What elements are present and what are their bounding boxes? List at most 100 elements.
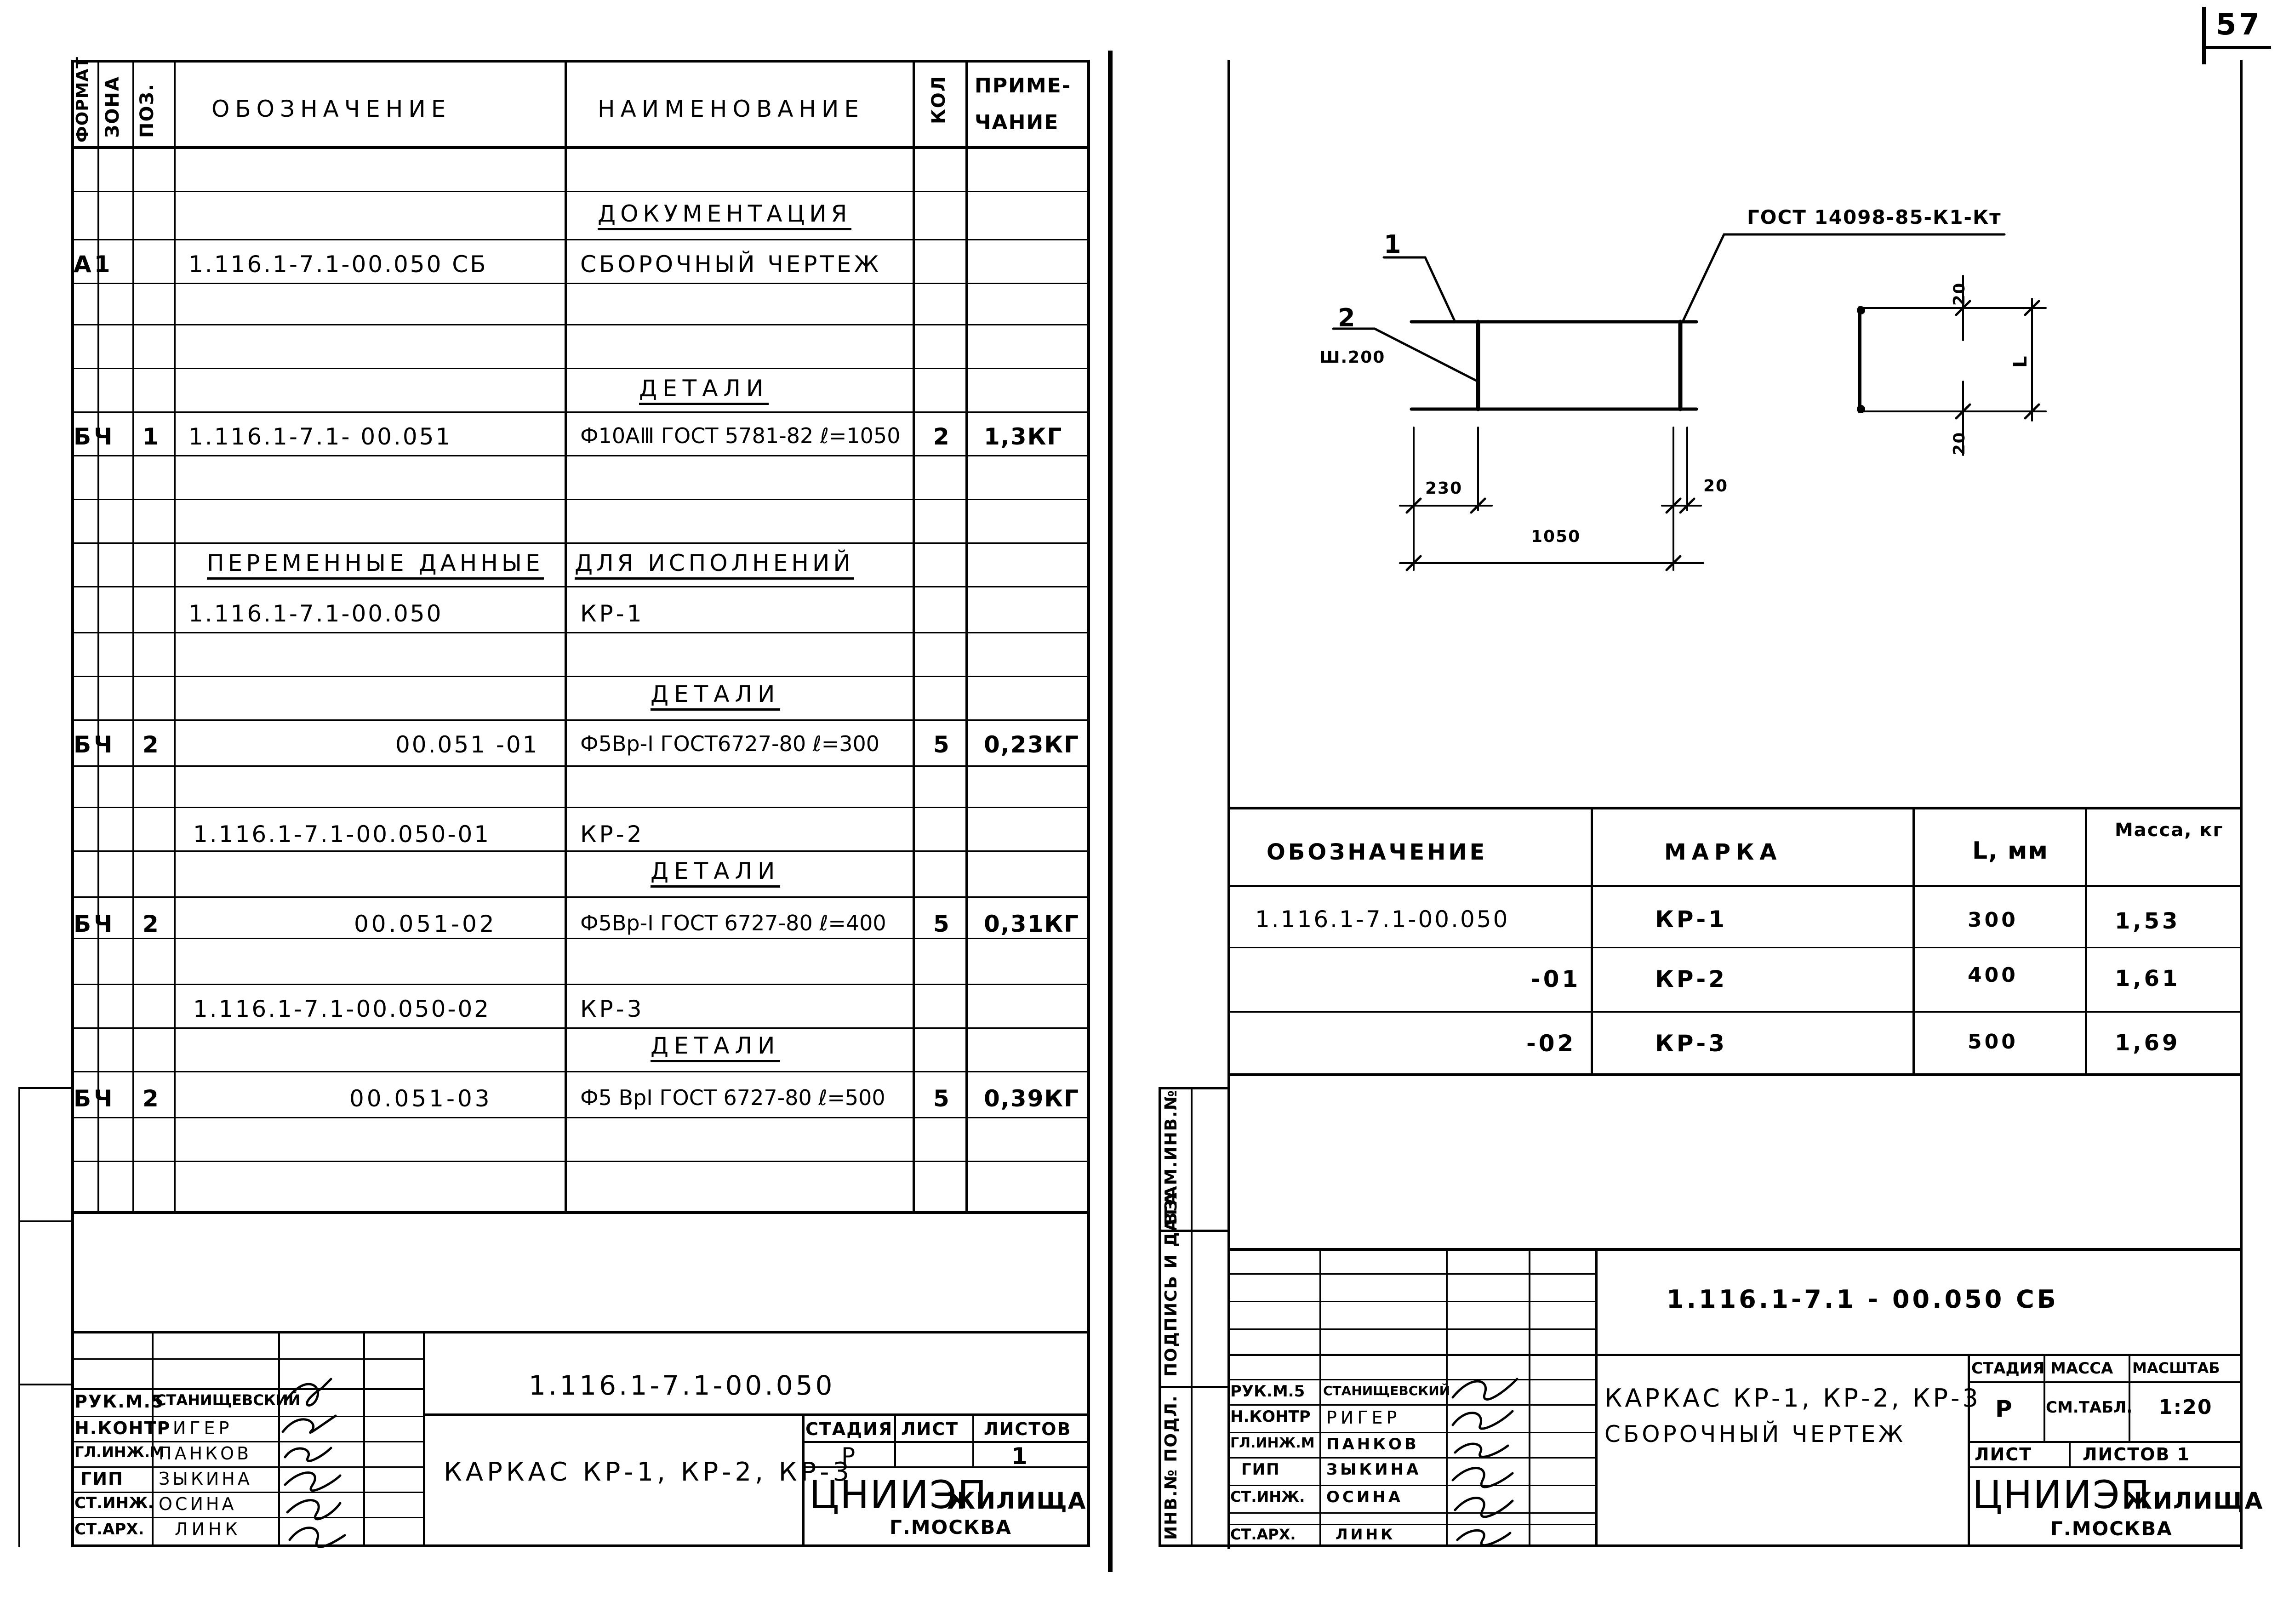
tb-right-city: Г.МОСКВА: [2050, 1517, 2173, 1540]
vt-header-mark: МАРКА: [1664, 839, 1782, 865]
row-line: [71, 1027, 1090, 1029]
r3-format: БЧ: [74, 731, 115, 758]
tb-right-vline: [1446, 1248, 1448, 1547]
tb-left-line: [71, 1492, 425, 1493]
tb-right-org-suffix: ЖИЛИЩА: [2124, 1487, 2264, 1514]
row-line: [71, 368, 1090, 369]
tb-right-line: [1968, 1381, 2243, 1383]
leader-1b: [1424, 256, 1456, 323]
tb-right-mass: СМ.ТАБЛ.: [2046, 1398, 2133, 1417]
tb-right-role-1: РУК.М.5: [1230, 1382, 1305, 1401]
r5-qty: 5: [933, 1085, 952, 1112]
row-line: [71, 499, 1090, 500]
r5-format: БЧ: [74, 1085, 115, 1112]
tb-right-line: [1968, 1466, 2243, 1468]
tb-right-vline: [1319, 1248, 1321, 1547]
r5-note: 0,39КГ: [984, 1085, 1080, 1112]
tb-right-line: [1227, 1512, 1598, 1514]
row-line: [71, 719, 1090, 721]
tb-left-title: КАРКАС КР-1, КР-2, КР-3: [444, 1457, 853, 1487]
r4-name: Ф5Вр-I ГОСТ 6727-80 ℓ=400: [580, 911, 886, 935]
tb-left-stage: Р: [841, 1443, 858, 1470]
tick: [1405, 497, 1422, 514]
vt-header-designation: ОБОЗНАЧЕНИЕ: [1267, 839, 1488, 865]
margin-stamp-line: [18, 1087, 20, 1547]
tb-left-line: [423, 1413, 1090, 1416]
row-line: [71, 411, 1090, 413]
row-line: [71, 807, 1090, 808]
margin-stamp-line: [18, 1220, 73, 1222]
tb-left-role-3: ГЛ.ИНЖ.М: [74, 1443, 165, 1461]
tb-right-role-6: СТ.АРХ.: [1230, 1526, 1296, 1543]
r2-name: Ф10АⅢ ГОСТ 5781-82 ℓ=1050: [580, 423, 901, 448]
tb-right-name-2: РИГЕР: [1326, 1407, 1401, 1428]
row-line: [71, 586, 1090, 587]
tb-right-line: [1227, 1432, 1598, 1433]
r2-designation: 1.116.1-7.1- 00.051: [188, 423, 452, 450]
margin-stamp-line: [18, 1384, 73, 1385]
col-line-zone: [97, 60, 99, 1214]
tick: [1679, 497, 1695, 514]
tb-right-sheets-label: ЛИСТОВ 1: [2083, 1444, 2191, 1464]
spacing-label: Ш.200: [1319, 348, 1386, 367]
side-stamp-mid2: [1159, 1386, 1230, 1388]
row-line: [71, 850, 1090, 852]
vt-r1-mass: 1,53: [2115, 908, 2181, 934]
col-line-pos: [132, 60, 134, 1214]
side-stamp-vline: [1191, 1087, 1193, 1547]
tb-right-vline: [2069, 1441, 2071, 1468]
tb-left-org: ЦНИИЭП: [809, 1472, 988, 1517]
v2-designation: 1.116.1-7.1-00.050-01: [193, 821, 491, 848]
tb-right-line: [1227, 1524, 1598, 1525]
side-stamp-left: [1159, 1087, 1161, 1547]
tb-left-line: [71, 1517, 425, 1518]
r1-format: А1: [74, 251, 113, 278]
row-line: [71, 542, 1090, 544]
r5-designation: 00.051-03: [349, 1085, 492, 1112]
r4-qty: 5: [933, 911, 952, 937]
vt-header-mass: Масса, кг: [2115, 820, 2224, 841]
tb-right-vline: [1529, 1248, 1530, 1547]
vt-r1-designation: 1.116.1-7.1-00.050: [1255, 906, 1510, 933]
tb-left-line: [71, 1416, 425, 1417]
tb-right-vline: [1968, 1354, 1970, 1547]
tb-left-city: Г.МОСКВА: [890, 1516, 1012, 1539]
tb-left-name-4: ЗЫКИНА: [159, 1469, 252, 1489]
tb-right-title-2: СБОРОЧНЫЙ ЧЕРТЕЖ: [1604, 1421, 1906, 1447]
tb-right-role-5: СТ.ИНЖ.: [1230, 1488, 1305, 1505]
v3-designation: 1.116.1-7.1-00.050-02: [193, 996, 491, 1022]
vt-top: [1227, 807, 2243, 809]
row-line: [71, 896, 1090, 898]
vt-bottom: [1227, 1073, 2243, 1076]
vt-r1-mark: КР-1: [1655, 906, 1728, 933]
header-note-2: ЧАНИЕ: [975, 111, 1059, 134]
right-outer-border: [2240, 60, 2243, 1549]
row-line: [71, 324, 1090, 325]
tb-left-sheets: 1: [1011, 1443, 1030, 1470]
r5-pos: 2: [143, 1085, 161, 1112]
r3-name: Ф5Вр-I ГОСТ6727-80 ℓ=300: [580, 731, 880, 756]
left-frame-right: [1087, 60, 1090, 1547]
r5-name: Ф5 ВрI ГОСТ 6727-80 ℓ=500: [580, 1085, 885, 1110]
tb-left-role-5: СТ.ИНЖ.: [74, 1494, 154, 1512]
tb-right-title-1: КАРКАС КР-1, КР-2, КР-3: [1604, 1384, 1981, 1413]
vt-r2-length: 400: [1968, 963, 2018, 987]
page-number-frame-bottom: [2202, 46, 2271, 49]
tick: [1955, 403, 1971, 420]
rod-dot: [1857, 306, 1865, 314]
tick: [1665, 497, 1682, 514]
tb-left-line: [802, 1441, 1090, 1443]
section-dim-L: L: [2010, 355, 2031, 368]
left-frame-bottom: [71, 1544, 1090, 1547]
tb-left-vline: [363, 1331, 365, 1547]
rod-dot: [1857, 405, 1865, 413]
col-line-qty: [913, 60, 915, 1214]
row-line: [71, 191, 1090, 192]
header-designation: ОБОЗНАЧЕНИЕ: [211, 96, 451, 122]
vt-r3-mark: КР-3: [1655, 1030, 1728, 1057]
tick: [1665, 555, 1682, 571]
tb-left-sheets-label: ЛИСТОВ: [984, 1419, 1072, 1439]
tb-left-line: [71, 1358, 425, 1360]
tb-right-sheet-label: ЛИСТ: [1975, 1444, 2032, 1464]
